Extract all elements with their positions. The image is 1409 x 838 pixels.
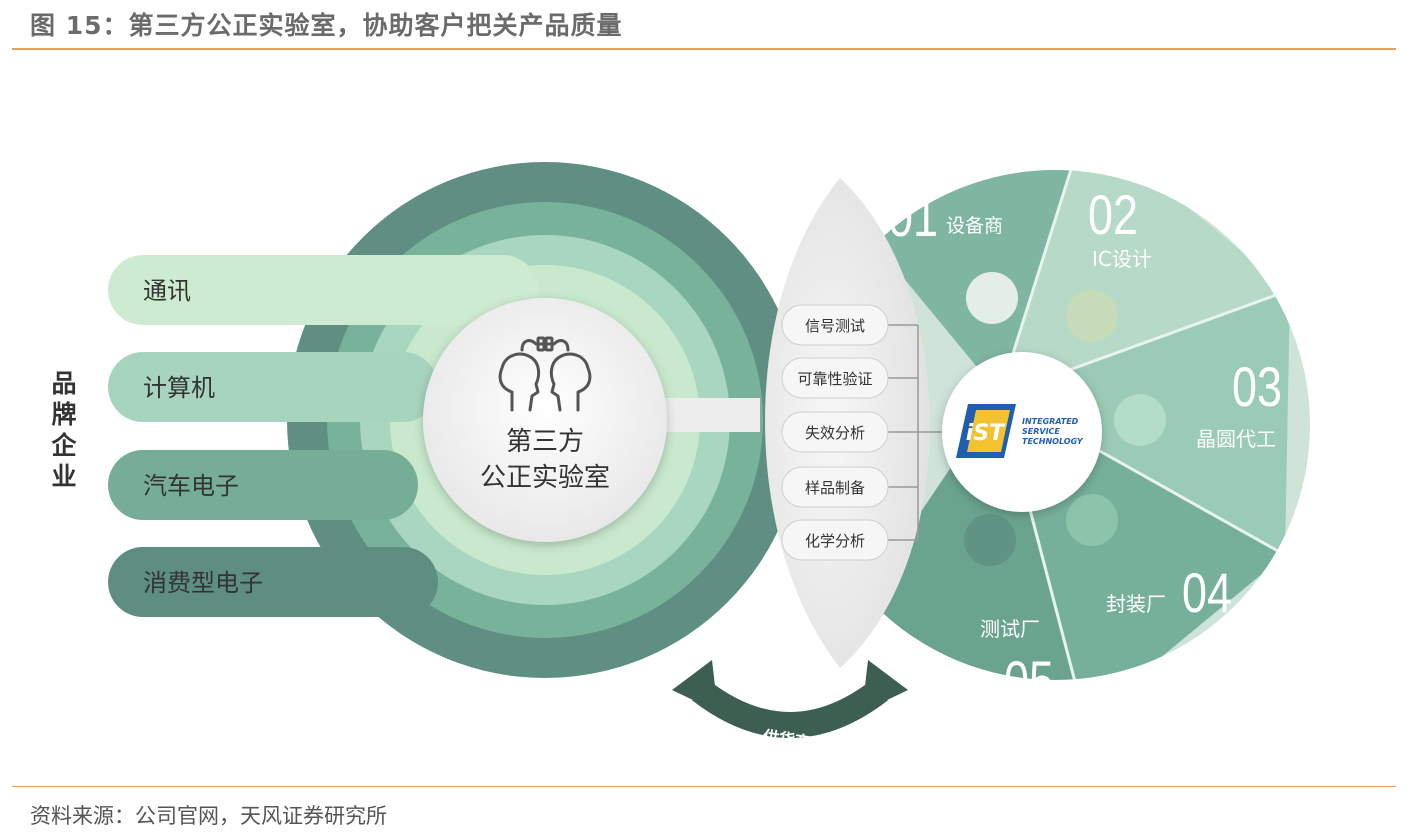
- segment-05-dot: [964, 514, 1016, 566]
- figure-title: 图 15：第三方公正实验室，协助客户把关产品质量: [30, 11, 623, 40]
- segment-04-number: 04: [1182, 561, 1232, 624]
- industry-label-2: 计算机: [143, 374, 215, 402]
- center-circle: [423, 298, 667, 542]
- segment-03-number: 03: [1232, 355, 1282, 418]
- ist-logo-mark: iST: [966, 421, 1006, 446]
- ist-logo-icon: [956, 404, 1016, 458]
- segment-02-label: IC设计: [1092, 247, 1152, 271]
- service-pill-2: [781, 357, 889, 399]
- brand-enterprise-label: 品牌企业: [51, 369, 77, 491]
- segment-03-dot: [1114, 394, 1166, 446]
- industry-bar-3: [108, 450, 418, 520]
- industry-label-4: 消费型电子: [143, 569, 263, 597]
- title-rule: [12, 48, 1396, 50]
- center-label-line1: 第三方: [506, 427, 584, 457]
- segment-01-number: 01: [888, 185, 938, 248]
- source-note: 资料来源：公司官网，天风证券研究所: [30, 804, 387, 828]
- segment-02-number: 02: [1088, 183, 1138, 246]
- service-label-1: 信号测试: [805, 317, 865, 335]
- service-label-3: 失效分析: [805, 424, 865, 442]
- segment-04-label: 封装厂: [1106, 592, 1166, 616]
- service-pill-3: [781, 411, 889, 453]
- ist-logo-line2: SERVICE: [1022, 427, 1060, 436]
- industry-bar-4: [108, 547, 438, 617]
- industry-label-3: 汽车电子: [143, 472, 239, 500]
- service-pill-1: [781, 304, 889, 346]
- supplier-arrow: [672, 660, 908, 738]
- service-pills: [781, 304, 889, 561]
- source-rule: [12, 786, 1396, 787]
- service-bracket: [888, 324, 950, 541]
- service-label-4: 样品制备: [805, 479, 865, 497]
- segment-05-label: 测试厂: [980, 617, 1040, 641]
- industry-label-1: 通讯: [143, 277, 191, 305]
- service-label-2: 可靠性验证: [797, 370, 872, 388]
- segment-02-dot: [1066, 290, 1118, 342]
- ist-logo-line1: INTEGRATED: [1022, 417, 1079, 426]
- service-pill-5: [781, 519, 889, 561]
- segment-03-label: 晶圆代工: [1196, 427, 1276, 451]
- heads-plug-icon: [498, 336, 592, 412]
- segment-05-number: 05: [1004, 649, 1054, 712]
- industry-bars: [108, 255, 538, 617]
- service-pill-4: [781, 466, 889, 508]
- segment-01-label: 设备商: [946, 215, 1003, 237]
- industry-bar-2: [108, 352, 438, 422]
- center-label-line2: 公正实验室: [480, 463, 610, 493]
- industry-bar-1: [108, 255, 538, 325]
- segment-04-dot: [1066, 494, 1118, 546]
- segment-01-dot: [966, 272, 1018, 324]
- service-label-5: 化学分析: [805, 532, 865, 550]
- ist-logo-circle: [942, 352, 1102, 512]
- ist-logo-line3: TECHNOLOGY: [1022, 437, 1084, 446]
